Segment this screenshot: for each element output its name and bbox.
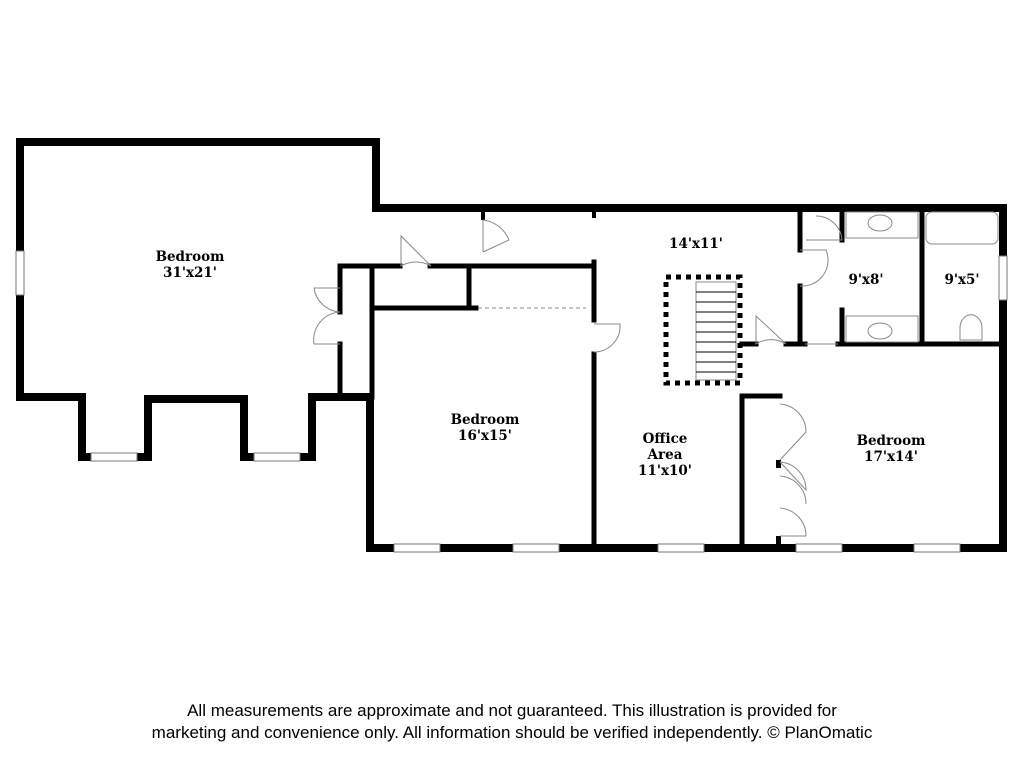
room-size: 14'x11' — [669, 236, 723, 252]
sink — [867, 214, 893, 232]
closet-bifold-door — [779, 475, 807, 537]
sink — [867, 322, 893, 340]
room-size: 9'x5' — [944, 272, 979, 288]
door — [799, 249, 829, 287]
door — [806, 215, 843, 241]
door — [482, 219, 510, 253]
window — [795, 543, 843, 553]
room-name: Office — [643, 431, 688, 447]
disclaimer: All measurements are approximate and not… — [0, 700, 1024, 744]
door — [755, 314, 787, 345]
room-size: 11'x10' — [638, 463, 692, 479]
bath-fixtures — [845, 211, 999, 343]
disclaimer-line: marketing and convenience only. All info… — [151, 723, 873, 742]
window — [512, 543, 560, 553]
window — [998, 255, 1008, 301]
room-size: 9'x8' — [848, 272, 883, 288]
interior-walls — [337, 205, 1006, 551]
room-size: 31'x21' — [163, 265, 217, 281]
toilet — [959, 314, 983, 341]
window — [90, 452, 138, 462]
window — [393, 543, 441, 553]
room-name: Bedroom — [857, 433, 926, 449]
disclaimer-line: All measurements are approximate and not… — [187, 701, 837, 720]
door — [593, 323, 621, 353]
bathtub — [925, 211, 999, 245]
window — [253, 452, 301, 462]
room-name: Bedroom — [156, 249, 225, 265]
door — [400, 234, 432, 267]
door — [313, 287, 341, 345]
window — [15, 250, 25, 296]
room-size: 17'x14' — [864, 449, 918, 465]
doors — [313, 215, 843, 537]
window — [913, 543, 961, 553]
room-size: 16'x15' — [458, 428, 512, 444]
stairs — [663, 274, 743, 386]
windows — [15, 250, 1008, 553]
room-name: Bedroom — [451, 412, 520, 428]
closet-bifold-door — [779, 403, 807, 492]
room-labels: Bedroom 31'x21' Bedroom 16'x15' Bedroom … — [156, 236, 980, 479]
room-name: Area — [647, 447, 683, 463]
window — [657, 543, 705, 553]
